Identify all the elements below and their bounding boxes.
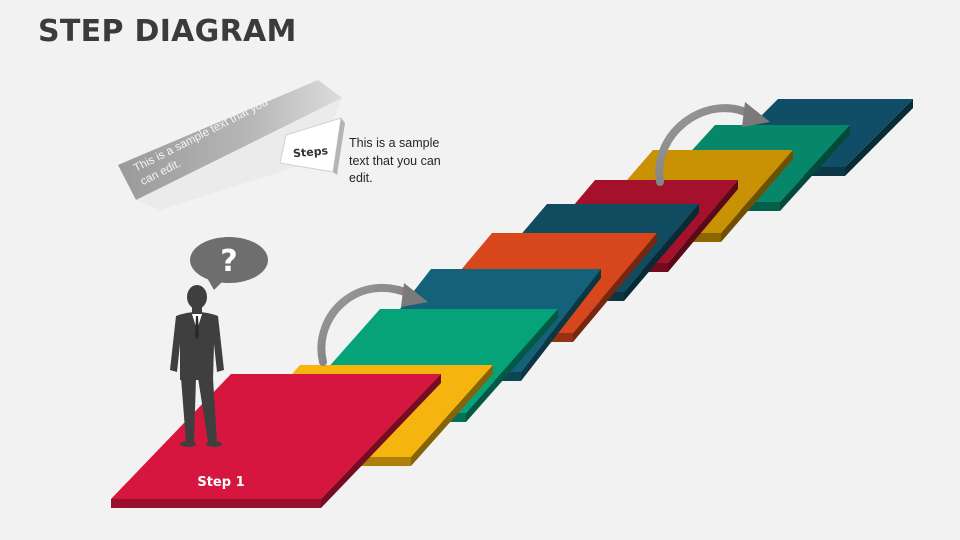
step-top-face — [111, 374, 441, 499]
step-1-platform: Step 1 — [111, 374, 441, 508]
step-side-face — [321, 374, 441, 508]
page-title: STEP DIAGRAM — [38, 14, 297, 49]
businessman-icon — [170, 285, 224, 447]
step-side-face — [668, 180, 738, 272]
side-text: This is a sample text that you can edit. — [349, 136, 441, 185]
step-side-face — [845, 99, 913, 176]
steps-tag: Steps — [279, 117, 345, 175]
step-side-face — [780, 125, 850, 211]
curved-arrow-icon — [317, 283, 428, 366]
step-side-face — [624, 204, 699, 301]
steps-tag-label: Steps — [293, 144, 330, 160]
step-label: Step 1 — [197, 475, 244, 490]
step-front-face — [111, 499, 321, 508]
question-mark: ? — [220, 244, 237, 279]
steps-layer: Step 10Step 9Step 8Step 7Step 6Step 5Ste… — [111, 99, 913, 508]
step-side-face — [521, 269, 601, 381]
step-side-face — [411, 365, 493, 466]
curved-arrow-icon — [655, 102, 770, 186]
step-side-face — [573, 233, 657, 342]
step-side-face — [721, 150, 793, 242]
step-side-face — [466, 309, 558, 422]
speech-bubble: ? — [190, 237, 268, 290]
